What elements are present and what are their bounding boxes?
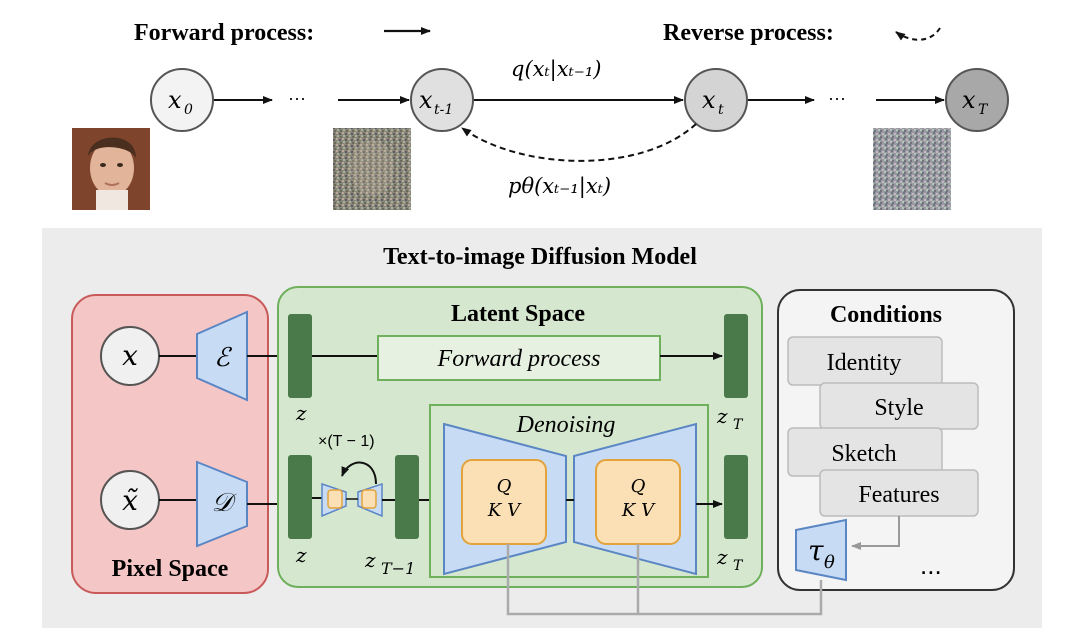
node-xt: x t [684, 68, 748, 132]
svg-text:Features: Features [858, 482, 939, 508]
svg-text:Q: Q [631, 476, 646, 497]
svg-text:T: T [733, 417, 744, 433]
svg-text:x: x [122, 339, 138, 372]
decoder-block [196, 460, 248, 548]
conditioning-lines [506, 544, 823, 616]
svg-text:τ: τ [808, 534, 824, 567]
face-image [72, 128, 150, 210]
model-panel: Text-to-image Diffusion Model Pixel Spac… [42, 228, 1042, 628]
svg-text:T−1: T−1 [381, 559, 415, 578]
mini-unet [321, 482, 383, 518]
svg-text:Style: Style [874, 395, 923, 421]
svg-text:z: z [295, 401, 307, 425]
condition-identity: Identity [787, 336, 943, 386]
noisy-image-t-minus-1 [333, 128, 411, 210]
svg-text:x̃: x̃ [122, 484, 138, 517]
svg-text:ℰ: ℰ [214, 343, 232, 373]
condition-features: Features [819, 469, 979, 517]
reverse-process-label: Reverse process: [663, 20, 834, 46]
svg-text:θ: θ [824, 552, 835, 573]
attention-block-right: Q K V [595, 459, 681, 545]
zT-bar-top [724, 314, 748, 398]
svg-text:t: t [718, 102, 724, 118]
top-process: Forward process: Reverse process: x 0 x … [72, 20, 1009, 210]
encoder-block [196, 310, 248, 402]
reverse-arrow-legend [895, 27, 941, 41]
latent-space-label: Latent Space [451, 301, 585, 327]
svg-text:K V: K V [487, 500, 522, 521]
svg-text:Q: Q [497, 476, 512, 497]
repeat-loop-arrow [341, 461, 377, 485]
svg-text:x: x [168, 86, 182, 114]
svg-text:x: x [962, 86, 976, 114]
model-title: Text-to-image Diffusion Model [383, 244, 697, 270]
node-xT: x T [945, 68, 1009, 132]
svg-text:Identity: Identity [827, 350, 902, 376]
z-bar-top [288, 314, 312, 398]
features-to-tau-arrow [851, 516, 900, 550]
q-label: q(xₜ|xₜ₋₁) [511, 57, 601, 82]
svg-text:Sketch: Sketch [831, 441, 896, 467]
forward-process-box [377, 335, 661, 381]
node-x0: x 0 [150, 68, 214, 132]
zT-minus-1-bar [395, 455, 419, 539]
condition-sketch: Sketch [787, 427, 943, 477]
svg-text:z: z [716, 404, 728, 428]
svg-text:z: z [364, 548, 376, 572]
node-xt-minus-1: x t-1 [410, 68, 474, 132]
attention-block-left: Q K V [461, 459, 547, 545]
conditions-label: Conditions [830, 302, 942, 328]
svg-text:T: T [733, 558, 744, 574]
zT-bar-bottom [724, 455, 748, 539]
svg-text:Forward process: Forward process [437, 346, 601, 372]
p-label: pθ(xₜ₋₁|xₜ) [508, 174, 611, 199]
svg-text:0: 0 [184, 102, 193, 118]
noisy-face-ghost [350, 140, 394, 196]
condition-style: Style [819, 382, 979, 430]
denoising-label: Denoising [516, 412, 616, 438]
noisy-image-T [873, 128, 951, 210]
svg-text:z: z [716, 545, 728, 569]
ellipsis-2: ··· [828, 88, 846, 108]
svg-text:t-1: t-1 [434, 102, 453, 118]
reverse-arrow-pt [461, 123, 697, 162]
conditions-panel: Conditions Identity Style Sketch Feature… [777, 289, 1015, 591]
repeat-label: ×(T − 1) [318, 433, 375, 450]
svg-text:T: T [978, 102, 989, 118]
z-bar-bottom [288, 455, 312, 539]
ellipsis-1: ··· [288, 88, 306, 108]
forward-process-label: Forward process: [134, 20, 314, 46]
svg-text:z: z [295, 543, 307, 567]
svg-text:x: x [702, 86, 716, 114]
conditions-ellipsis: ... [920, 550, 942, 580]
pixel-space: Pixel Space x ℰ x̃ 𝒟 [71, 294, 288, 594]
svg-text:K V: K V [621, 500, 656, 521]
tau-encoder [795, 518, 847, 582]
latent-space: Latent Space z Forward process z T z [277, 286, 763, 588]
pixel-space-label: Pixel Space [112, 556, 229, 582]
svg-text:x: x [419, 86, 433, 114]
